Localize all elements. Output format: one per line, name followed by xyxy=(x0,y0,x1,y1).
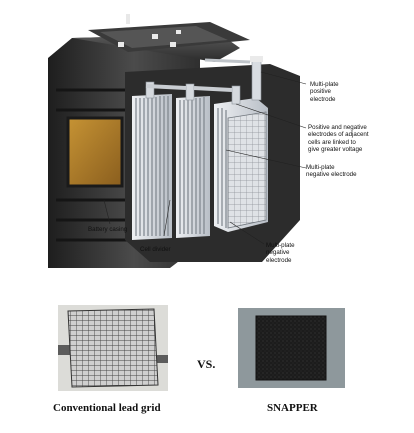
caption-conventional: Conventional lead grid xyxy=(53,402,161,414)
caption-snapper: SNAPPER xyxy=(267,402,318,414)
cell-middle xyxy=(176,83,210,238)
label-cell-divider: Cell divider xyxy=(140,246,171,253)
vs-label: VS. xyxy=(197,357,216,371)
cell-right xyxy=(214,56,268,232)
label-negative-electrode-top: Multi-plate negative electrode xyxy=(306,164,357,179)
label-linked-electrodes: Positive and negative electrodes of adja… xyxy=(308,124,369,154)
lead-grid-photo xyxy=(58,305,168,391)
label-battery-casing: Battery casing xyxy=(88,226,128,233)
label-negative-electrode-bottom: Multi-plate negative electrode xyxy=(266,242,295,264)
leader-lines xyxy=(103,71,307,245)
snapper-photo xyxy=(238,308,345,388)
cell-cutaway xyxy=(125,56,300,262)
label-positive-electrode: Multi-plate positive electrode xyxy=(310,81,339,103)
cell-left xyxy=(132,81,172,240)
